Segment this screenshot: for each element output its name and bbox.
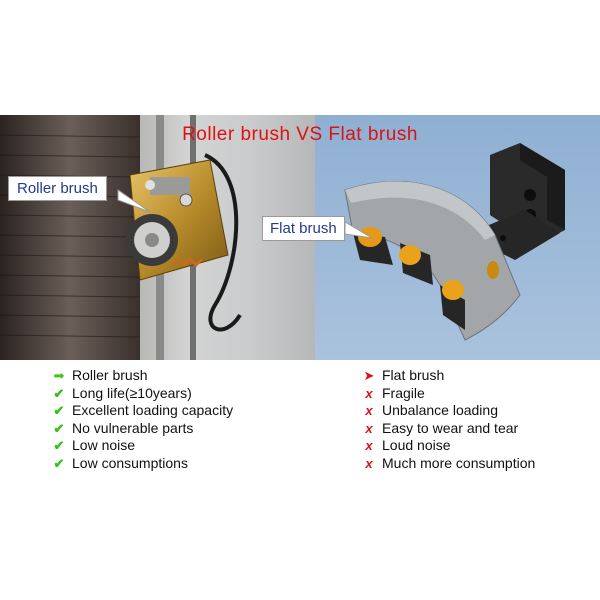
- red-x-icon: x: [365, 403, 373, 419]
- red-x-icon: x: [365, 385, 373, 401]
- green-check-icon: ✔: [53, 455, 65, 471]
- red-x-icon: x: [365, 455, 373, 471]
- list-item: ✔ Excellent loading capacity: [50, 402, 234, 420]
- green-check-icon: ✔: [53, 385, 65, 401]
- roller-list-header-label: Roller brush: [72, 367, 148, 383]
- green-check-icon: ✔: [53, 403, 65, 419]
- list-item: x Fragile: [360, 385, 535, 403]
- green-check-icon: ✔: [53, 438, 65, 454]
- list-item: ✔ Long life(≥10years): [50, 385, 233, 403]
- comparison-title: Roller brush VS Flat brush: [182, 124, 418, 145]
- list-item: x Unbalance loading: [360, 402, 535, 420]
- roller-callout-pointer: [117, 189, 151, 213]
- list-item-label: Low noise: [72, 437, 136, 454]
- green-check-icon: ✔: [53, 420, 65, 436]
- flat-brush-photo: [315, 115, 600, 360]
- flat-list-header-label: Flat brush: [382, 367, 445, 383]
- list-item-label: Much more consumption: [382, 454, 536, 471]
- roller-brush-advantages-list: ➡ Roller brush ✔ Long life(≥10years) ✔ E…: [50, 367, 234, 473]
- red-x-icon: x: [365, 420, 373, 436]
- green-arrow-icon: ➡: [53, 368, 65, 383]
- list-item-label: Loud noise: [382, 437, 451, 454]
- list-item: x Much more consumption: [360, 455, 535, 473]
- list-item: ✔ Low consumptions: [50, 455, 233, 473]
- list-item-label: Low consumptions: [72, 454, 188, 471]
- list-item: x Easy to wear and tear: [360, 420, 535, 438]
- flat-list-header: ➤ Flat brush: [360, 367, 535, 385]
- red-x-icon: x: [365, 438, 373, 454]
- list-item-label: No vulnerable parts: [72, 419, 194, 436]
- red-arrow-icon: ➤: [363, 368, 375, 383]
- flat-brush-illustration: [344, 143, 565, 341]
- flat-brush-disadvantages-list: ➤ Flat brush x Fragile x Unbalance loadi…: [360, 367, 536, 473]
- list-item-label: Long life(≥10years): [72, 384, 192, 401]
- list-item-label: Excellent loading capacity: [72, 402, 234, 419]
- list-item: x Loud noise: [360, 437, 535, 455]
- list-item-label: Easy to wear and tear: [382, 419, 519, 436]
- flat-callout-pointer: [344, 221, 373, 239]
- list-item: ✔ No vulnerable parts: [50, 420, 233, 438]
- list-item-label: Fragile: [382, 384, 425, 401]
- roller-list-header: ➡ Roller brush: [50, 367, 233, 385]
- list-item-label: Unbalance loading: [382, 402, 498, 419]
- list-item: ✔ Low noise: [50, 437, 233, 455]
- flat-brush-callout: Flat brush: [262, 216, 345, 241]
- roller-brush-illustration: [0, 115, 242, 360]
- roller-brush-callout: Roller brush: [8, 176, 107, 201]
